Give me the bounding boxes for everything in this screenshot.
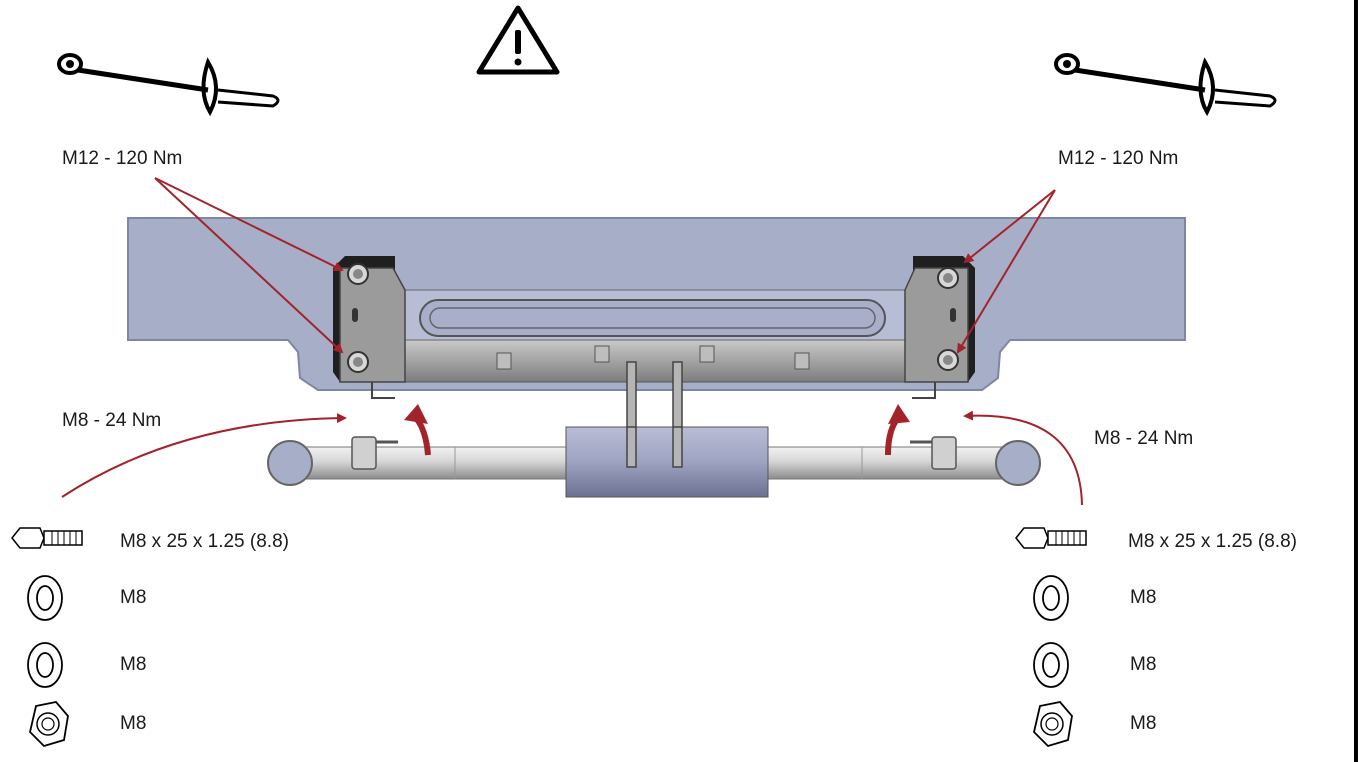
torque-label-m12-right: M12 - 120 Nm xyxy=(1058,148,1179,169)
torque-label-m8-left: M8 - 24 Nm xyxy=(62,410,162,431)
nut-icon xyxy=(1033,701,1073,748)
tube-bar xyxy=(267,426,1041,498)
bolt-icon xyxy=(1015,527,1087,549)
warning-icon xyxy=(476,5,560,75)
bracket-bar xyxy=(394,289,916,383)
nut-icon xyxy=(29,701,69,748)
washer-icon xyxy=(27,575,63,621)
part-label-bolt-left: M8 x 25 x 1.25 (8.8) xyxy=(120,531,289,552)
part-label-washer-right: M8 xyxy=(1130,654,1157,675)
part-label-nut-left: M8 xyxy=(120,713,147,734)
arrow-m12-right xyxy=(956,189,1056,354)
part-label-washer-left: M8 xyxy=(120,587,147,608)
torque-wrench-icon xyxy=(1054,53,1277,117)
arrow-m8-left xyxy=(61,413,347,498)
part-label-washer-right: M8 xyxy=(1130,587,1157,608)
arrow-m8-right xyxy=(963,410,1083,506)
part-label-bolt-right: M8 x 25 x 1.25 (8.8) xyxy=(1128,531,1297,552)
lift-arrow-right xyxy=(885,404,910,456)
torque-label-m12-left: M12 - 120 Nm xyxy=(62,148,183,169)
bolt-icon xyxy=(11,527,83,549)
right-bracket xyxy=(904,256,975,399)
washer-icon xyxy=(1033,642,1069,688)
torque-label-m8-right: M8 - 24 Nm xyxy=(1094,428,1194,449)
torque-wrench-icon xyxy=(57,53,280,117)
right-border xyxy=(1354,0,1358,762)
arrow-m12-left xyxy=(154,177,344,354)
lift-arrow-left xyxy=(404,404,431,456)
left-bracket xyxy=(333,256,406,399)
washer-icon xyxy=(27,642,63,688)
part-label-washer-left: M8 xyxy=(120,654,147,675)
washer-icon xyxy=(1033,575,1069,621)
part-label-nut-right: M8 xyxy=(1130,713,1157,734)
